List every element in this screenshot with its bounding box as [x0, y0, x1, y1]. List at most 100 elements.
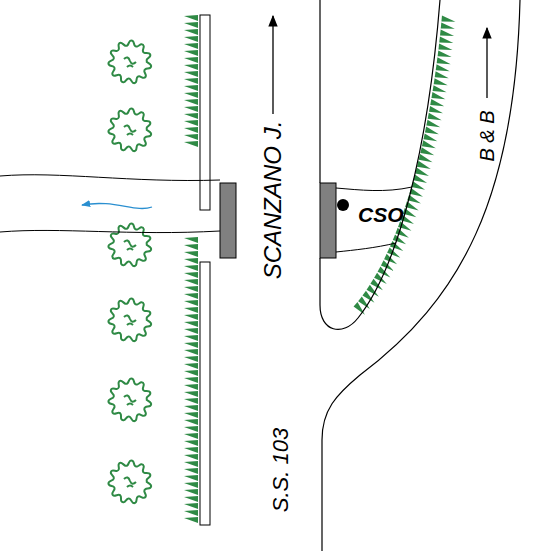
grass-tooth	[184, 328, 198, 334]
tree-symbol	[109, 461, 151, 503]
grass-tooth	[425, 127, 439, 135]
grass-tooth	[184, 286, 198, 292]
grass-tooth	[184, 440, 198, 446]
grass-guide	[354, 15, 440, 303]
grass-tooth	[184, 29, 198, 35]
grass-tooth	[184, 92, 198, 98]
stream-bank	[0, 230, 220, 232]
grass-tooth	[184, 405, 198, 411]
grass-tooth	[184, 307, 198, 313]
grass-tooth	[184, 419, 198, 425]
grass-tooth	[184, 134, 198, 140]
grass-tooth	[184, 85, 198, 91]
grass-tooth	[184, 71, 198, 77]
grass-tooth	[438, 50, 452, 57]
tree-symbol	[109, 379, 151, 421]
grass-tooth	[184, 510, 198, 516]
tree-detail	[124, 395, 136, 405]
grass-tooth	[184, 370, 198, 376]
grass-tooth	[420, 147, 434, 155]
grass-tooth	[184, 141, 198, 147]
tree-symbol	[109, 41, 151, 83]
tree-detail	[124, 315, 136, 325]
grass-tooth	[184, 78, 198, 84]
tree-row	[109, 41, 151, 503]
grass-tooth	[184, 113, 198, 119]
grass-tooth	[184, 36, 198, 42]
grass-tooth	[184, 321, 198, 327]
grass-tooth	[428, 113, 442, 121]
grass-tooth	[184, 127, 198, 133]
grass-tooth	[184, 300, 198, 306]
grass-tooth	[184, 258, 198, 264]
grass-tooth	[423, 133, 437, 141]
grass-tooth	[184, 237, 198, 243]
grass-tooth	[184, 15, 198, 21]
grass-tooth	[184, 384, 198, 390]
grass-tooth	[435, 71, 449, 78]
grass-tooth	[433, 85, 447, 92]
road-edge	[322, 0, 520, 551]
grass-tooth	[184, 391, 198, 397]
grass-tooth	[440, 29, 454, 35]
flow-arrow	[82, 203, 152, 208]
grass-tooth	[184, 251, 198, 257]
grass-tooth	[184, 244, 198, 250]
grass-tooth	[184, 433, 198, 439]
grass-tooth	[184, 279, 198, 285]
grass-tooth	[429, 106, 443, 113]
stream-bank	[336, 243, 396, 252]
grass-tooth	[417, 161, 431, 169]
road-edge	[320, 0, 440, 329]
grass-tooth	[184, 468, 198, 474]
grass-tooth	[184, 50, 198, 56]
grass-tooth	[439, 36, 453, 43]
bridge-parapet	[220, 183, 236, 258]
grass-tooth	[441, 16, 455, 22]
grass-tooth	[438, 43, 452, 50]
tree-detail	[124, 477, 136, 487]
outfall-point	[337, 199, 349, 211]
tree-symbol	[109, 109, 151, 151]
grass-tooth	[184, 517, 198, 523]
grass-tooth	[184, 482, 198, 488]
grass-tooth	[184, 426, 198, 432]
grass-tooth	[184, 356, 198, 362]
grass-tooth	[184, 377, 198, 383]
grass-tooth	[184, 363, 198, 369]
grass-tooth	[184, 503, 198, 509]
grass-tooth	[184, 349, 198, 355]
grass-tooth	[184, 293, 198, 299]
grass-tooth	[419, 154, 433, 162]
bridge-parapet	[320, 183, 336, 258]
grass-tooth	[436, 64, 450, 71]
tree-detail	[124, 240, 136, 250]
direction-arrow	[272, 16, 273, 114]
road-name: SCANZANO J.	[261, 121, 285, 280]
stream-bank	[336, 187, 412, 191]
grass-tooth	[434, 78, 448, 85]
grass-tooth	[184, 475, 198, 481]
grass-tooth	[184, 454, 198, 460]
tree-symbol	[109, 224, 151, 266]
grass-tooth	[184, 106, 198, 112]
grass-tooth	[437, 57, 451, 64]
grass-tooth	[184, 447, 198, 453]
grass-tooth	[184, 335, 198, 341]
stream-bank	[0, 175, 220, 181]
grass-tooth	[184, 272, 198, 278]
grass-tooth	[184, 265, 198, 271]
grass-tooth	[422, 140, 436, 148]
grass-tooth	[184, 398, 198, 404]
tree-detail	[124, 125, 136, 135]
guardrail	[200, 262, 210, 525]
grass-tooth	[184, 120, 198, 126]
road-destination: B & B	[477, 110, 497, 161]
grass-tooth	[184, 314, 198, 320]
grass-tooth	[184, 64, 198, 70]
grass-tooth	[184, 43, 198, 49]
grass-tooth	[430, 99, 444, 106]
grass-tooth	[184, 496, 198, 502]
tree-detail	[124, 57, 136, 67]
tree-symbol	[109, 299, 151, 341]
